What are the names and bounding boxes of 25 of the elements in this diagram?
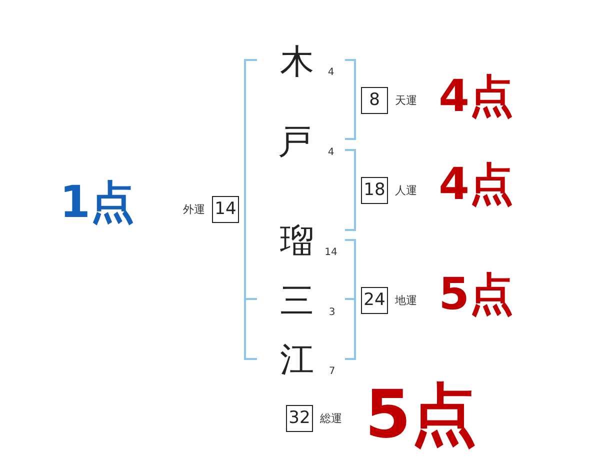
- score-text: 5点: [365, 382, 477, 448]
- luck-label: 人運: [395, 185, 417, 196]
- score-text: 4点: [438, 75, 514, 119]
- name-character: 木: [280, 45, 314, 79]
- name-character: 瑠: [280, 224, 314, 258]
- number-box: 24: [361, 287, 388, 314]
- luck-label: 外運: [183, 204, 205, 215]
- stroke-count: 3: [328, 308, 336, 318]
- luck-label: 総運: [320, 413, 342, 424]
- number-box: 32: [286, 405, 313, 432]
- number-box: 8: [361, 87, 388, 114]
- name-character: 戸: [278, 125, 312, 159]
- score-text: 4点: [438, 163, 514, 207]
- stroke-count: 14: [324, 248, 338, 258]
- luck-label: 天運: [395, 95, 417, 106]
- score-text: 5点: [438, 273, 514, 317]
- name-character: 江: [280, 343, 314, 377]
- stroke-count: 7: [328, 367, 336, 377]
- stroke-count: 4: [328, 148, 334, 158]
- luck-label: 地運: [395, 295, 417, 306]
- number-box: 18: [361, 177, 388, 204]
- score-text: 1点: [60, 181, 134, 225]
- number-box: 14: [212, 196, 239, 223]
- stroke-count: 4: [328, 68, 334, 78]
- name-character: 三: [280, 284, 314, 318]
